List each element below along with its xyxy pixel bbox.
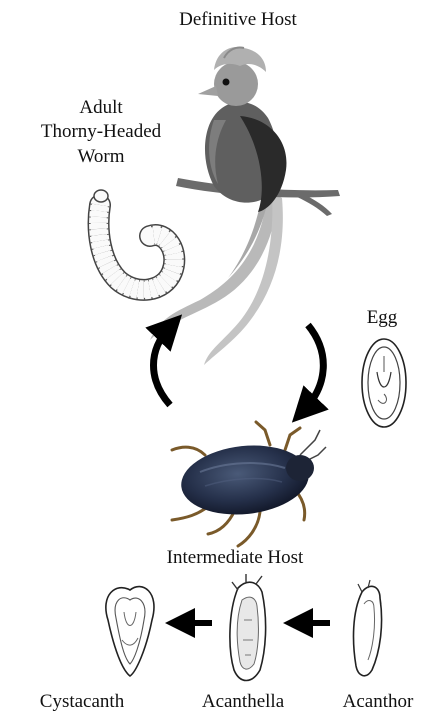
definitive-host-label: Definitive Host (148, 8, 328, 32)
adult-worm-label: Adult Thorny-Headed Worm (16, 96, 186, 169)
acanthella-label: Acanthella (178, 690, 308, 714)
egg-icon (362, 339, 406, 427)
cystacanth-label: Cystacanth (12, 690, 152, 714)
acanthor-larva-icon (354, 580, 382, 676)
acanthella-larva-icon (230, 574, 266, 681)
intermediate-host-label: Intermediate Host (130, 546, 340, 570)
adult-worm-label-line2: Thorny-Headed (16, 120, 186, 144)
beetle-icon (172, 422, 326, 546)
cycle-arrow-down (304, 325, 323, 410)
cystacanth-larva-icon (106, 587, 154, 676)
thorny-headed-worm-icon (94, 190, 174, 290)
egg-label: Egg (352, 306, 412, 330)
adult-worm-label-line3: Worm (16, 145, 186, 169)
acanthor-label: Acanthor (323, 690, 433, 714)
quetzal-bird-icon (150, 47, 340, 365)
cycle-arrow-up (154, 327, 171, 405)
adult-worm-label-line1: Adult (16, 96, 186, 120)
